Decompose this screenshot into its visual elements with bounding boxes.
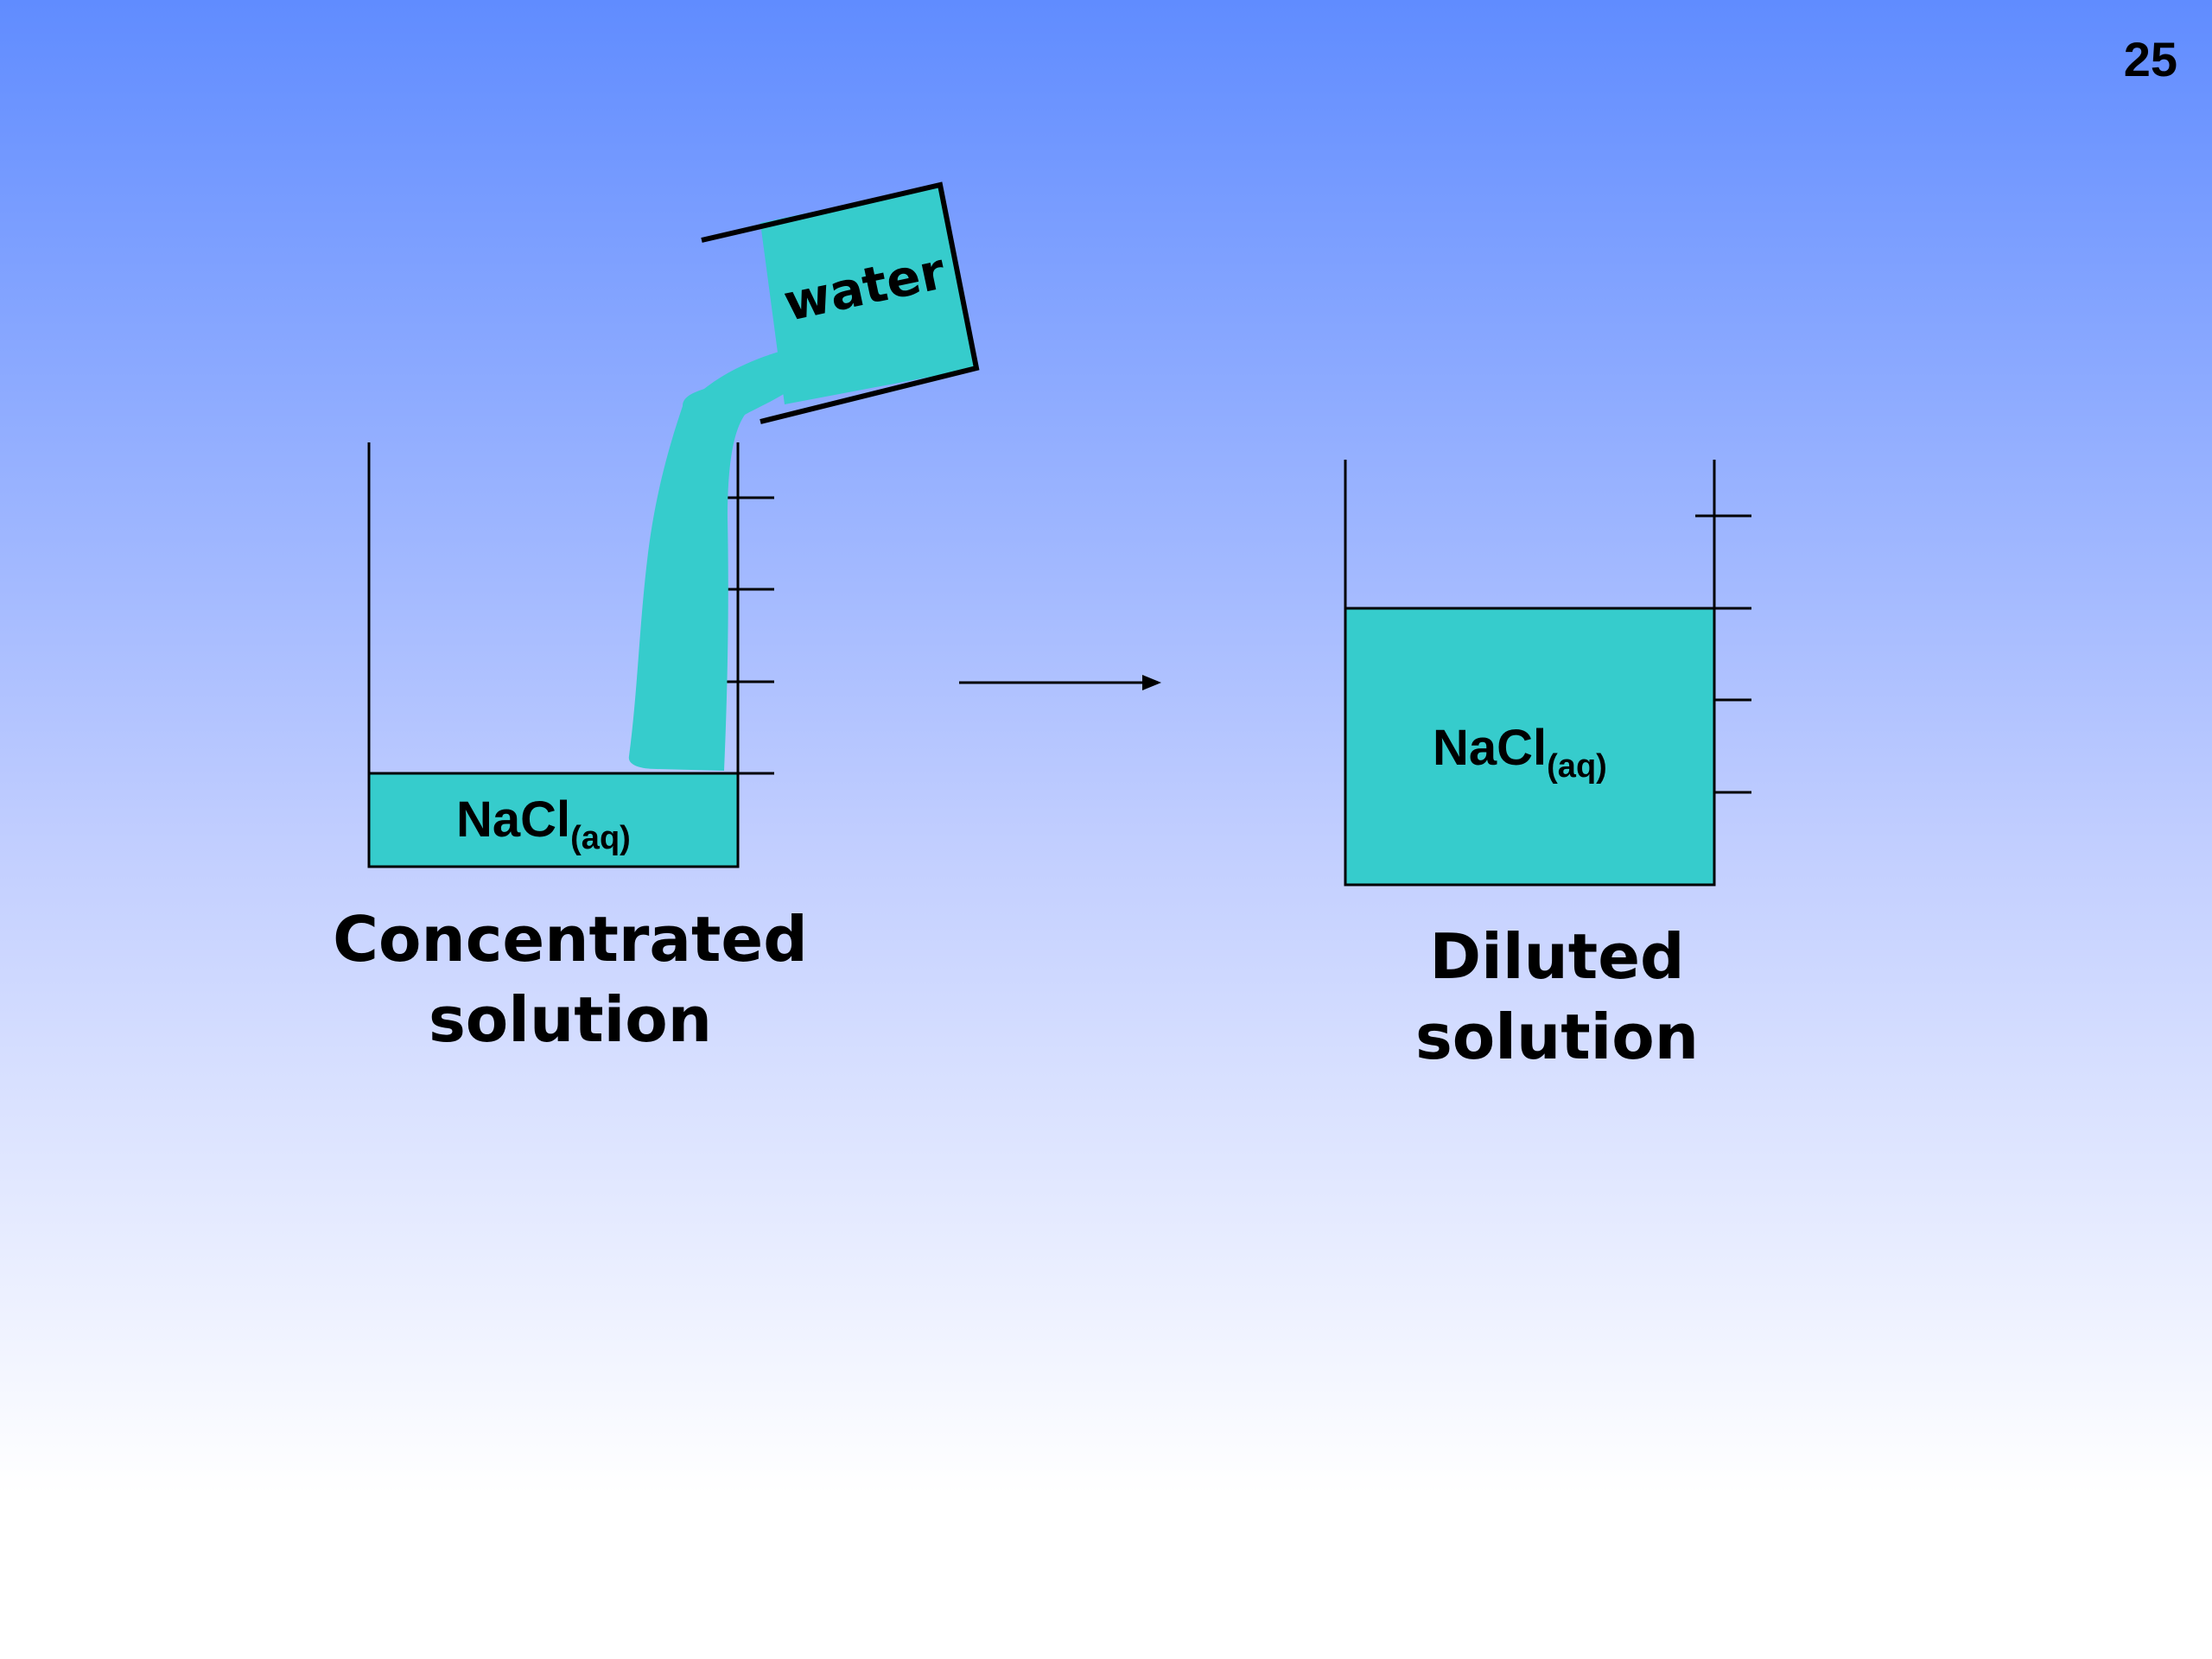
water-pitcher: water [701,181,980,424]
right-state-subscript: (aq) [1547,748,1607,785]
right-beaker-label: NaCl(aq) [1433,720,1607,785]
right-beaker-solution [1344,607,1716,887]
left-beaker-label: NaCl(aq) [456,791,631,856]
left-formula: NaCl [456,791,570,848]
left-beaker: NaCl(aq) [367,442,774,868]
right-caption-line1: Diluted [1429,920,1684,993]
process-arrow [959,675,1161,690]
left-caption-line2: solution [429,983,712,1056]
arrow-head [1142,675,1161,690]
pitcher-outline [701,181,980,424]
slide-number: 25 [2123,32,2177,86]
water-stream [628,346,804,771]
left-caption-line1: Concentrated [333,903,808,976]
left-beaker-solution [367,772,740,868]
right-beaker: NaCl(aq) [1344,460,1751,887]
left-state-subscript: (aq) [570,820,631,856]
right-caption-line2: solution [1415,1001,1699,1073]
right-formula: NaCl [1433,720,1547,776]
pitcher-water [760,185,976,404]
